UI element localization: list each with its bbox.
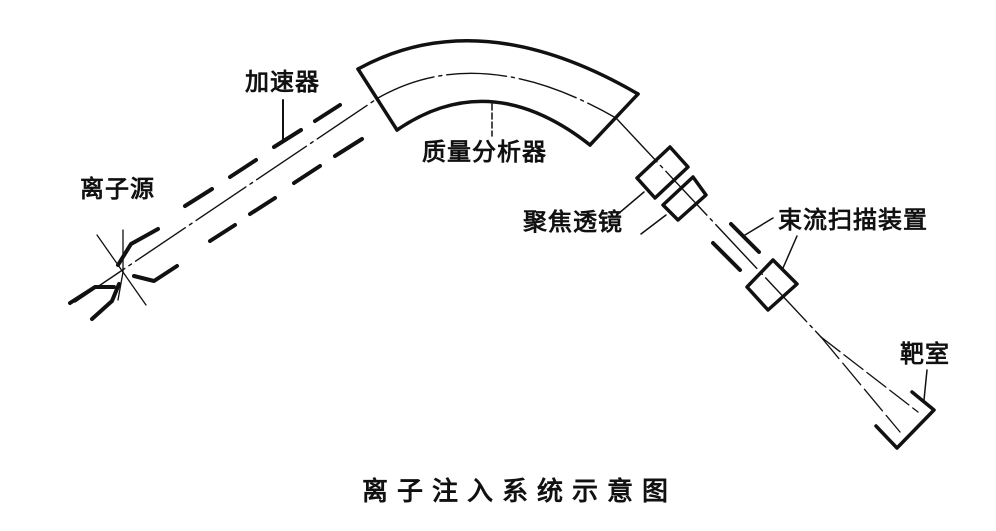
- label-beam-scanner: 束流扫描装置: [778, 206, 928, 234]
- beam-scanner: [711, 217, 799, 312]
- mass-analyzer-magnet: [356, 39, 640, 147]
- focusing-lenses: [617, 145, 708, 235]
- label-mass-analyzer: 质量分析器: [422, 138, 547, 166]
- accelerator-electrodes: [183, 99, 364, 243]
- label-focusing-lens: 聚焦透镜: [523, 208, 623, 236]
- target-chamber: [820, 336, 936, 450]
- label-ion-source: 离子源: [80, 175, 155, 203]
- label-target-chamber: 靶室: [900, 340, 950, 368]
- ion-source: [68, 227, 179, 321]
- label-accelerator: 加速器: [245, 68, 320, 96]
- diagram-caption: 离子注入系统示意图: [362, 477, 678, 507]
- beam-path: [74, 72, 822, 338]
